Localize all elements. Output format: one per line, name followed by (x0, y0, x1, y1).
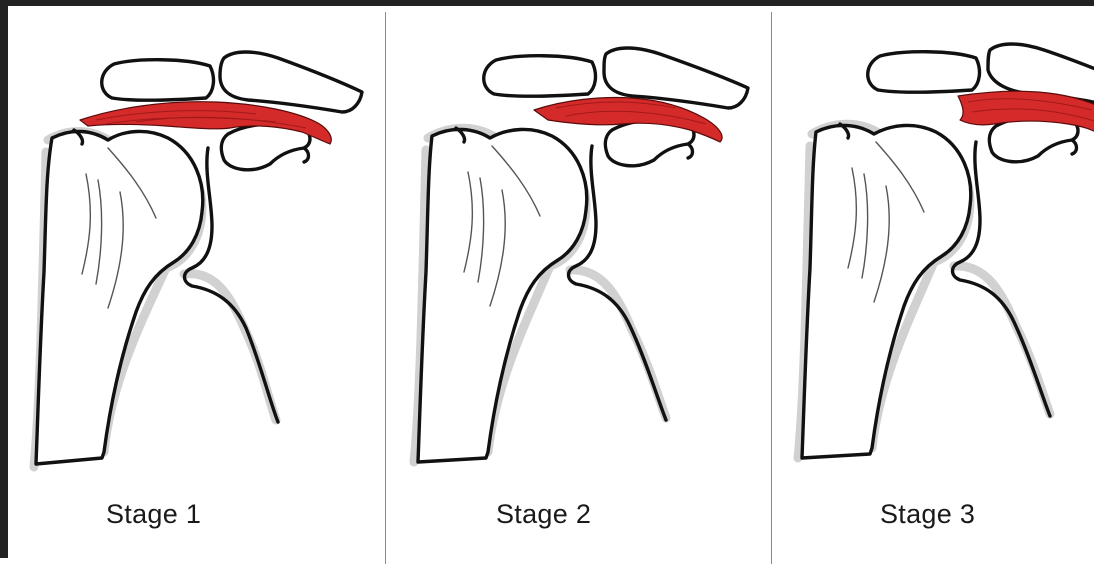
stage-2-shoulder-illustration (386, 12, 772, 564)
stage-1-caption: Stage 1 (106, 499, 201, 530)
stage-3-caption: Stage 3 (880, 499, 975, 530)
clavicle-bone (220, 52, 362, 112)
humerus-bone (418, 129, 587, 462)
stage-1-shoulder-illustration (16, 12, 385, 564)
acromion-bone (102, 60, 214, 101)
stage-3-panel: Stage 3 (771, 12, 1094, 564)
stage-3-shoulder-illustration (772, 12, 1094, 564)
stage-1-panel: Stage 1 (16, 12, 385, 564)
acromion-bone (868, 52, 980, 93)
stage-2-caption: Stage 2 (496, 499, 591, 530)
stage-2-panel: Stage 2 (385, 12, 771, 564)
acromion-bone (484, 56, 596, 97)
humerus-bone (802, 125, 971, 458)
humerus-bone (36, 131, 203, 464)
